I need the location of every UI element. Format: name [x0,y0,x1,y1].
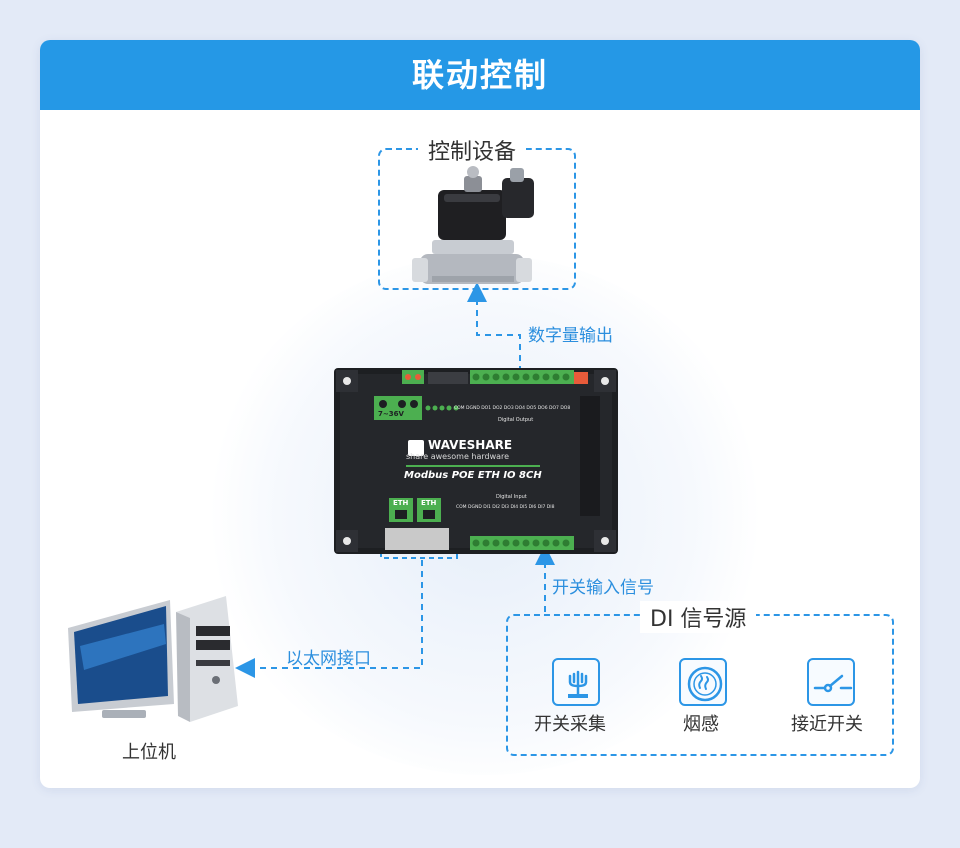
terminal-screw [472,539,480,547]
module-power-label: 7~36V [378,410,404,418]
host-label: 上位机 [122,742,176,763]
status-led [432,405,438,411]
module-eth-label-1: ETH [393,499,409,507]
di-item-label-switch-collect: 开关采集 [534,714,606,735]
module-brand: WAVESHARE [428,438,513,452]
di-source-title: DI 信号源 [640,601,757,633]
terminal-screw [482,539,490,547]
module-eth-label-2: ETH [421,499,437,507]
terminal-screw [512,539,520,547]
module-di-pins: COM DGND DI1 DI2 DI3 DI4 DI5 DI6 DI7 DI8 [456,505,555,510]
io-module-image [334,368,618,554]
ethernet-arrow [235,560,423,678]
status-led [439,405,445,411]
module-di-label: Digital Input [496,494,527,500]
terminal-screw [522,373,530,381]
digital-output-label: 数字量输出 [528,326,613,346]
module-model: Modbus POE ETH IO 8CH [404,470,542,481]
terminal-screw [512,373,520,381]
control-device-label: 控制设备 [418,134,527,166]
terminal-screw [532,373,540,381]
module-do-label: Digital Output [498,417,534,423]
diagram-card: 联动控制 控制设备 数字量输出 [40,40,920,788]
terminal-screw [522,539,530,547]
module-slogan: share awesome hardware [406,452,510,461]
proximity-switch-icon [807,658,855,706]
terminal-screw [562,539,570,547]
terminal-screw [542,539,550,547]
terminal-screw [472,373,480,381]
di-item-label-smoke-sensor: 烟感 [683,714,719,735]
terminal-screw [562,373,570,381]
status-led [446,405,452,411]
host-computer-image [68,596,238,722]
smoke-sensor-icon [679,658,727,706]
module-do-pins: COM DGND DO1 DO2 DO3 DO4 DO5 DO6 DO7 DO8 [454,406,571,411]
digital-output-arrow [467,282,521,372]
status-led [453,405,459,411]
terminal-screw [542,373,550,381]
terminal-screw [502,373,510,381]
terminal-screw [502,539,510,547]
terminal-screw [532,539,540,547]
switch-collect-icon [552,658,600,706]
switch-input-label: 开关输入信号 [552,578,654,598]
terminal-screw [552,539,560,547]
terminal-screw [492,539,500,547]
terminal-screw [552,373,560,381]
ethernet-label: 以太网接口 [286,649,371,669]
terminal-screw [482,373,490,381]
page-title: 联动控制 [40,40,920,110]
status-led [425,405,431,411]
terminal-screw [492,373,500,381]
di-item-label-proximity-switch: 接近开关 [791,714,863,735]
solenoid-valve-image [412,166,534,284]
